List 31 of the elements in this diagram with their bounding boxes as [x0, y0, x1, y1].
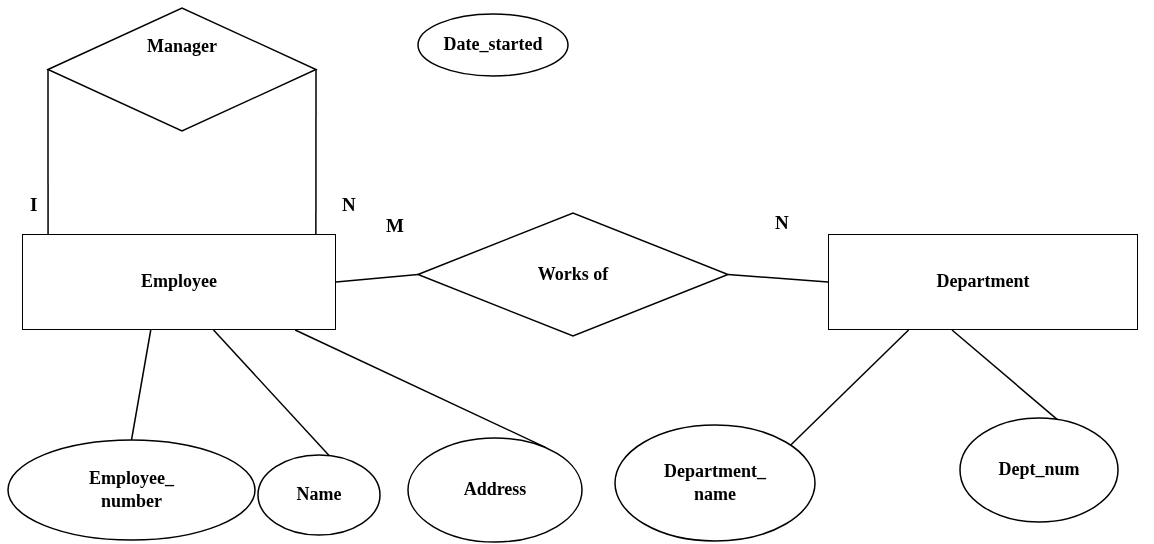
connector-line — [47, 68, 49, 235]
connector-line — [727, 273, 829, 283]
node-label: Department_ name — [663, 459, 767, 506]
attribute-ellipse — [418, 14, 568, 76]
attribute-ellipse — [408, 438, 582, 542]
connector-line — [315, 68, 317, 235]
connector-line — [335, 273, 419, 283]
cardinality-label: I — [30, 194, 38, 216]
node-label: Works of — [537, 262, 609, 286]
attribute-ellipse — [258, 455, 380, 535]
connector-line — [790, 329, 910, 446]
node-label: Department — [936, 270, 1030, 294]
attribute-ellipse — [615, 425, 815, 541]
attribute-ellipse — [960, 418, 1118, 522]
node-label: Employee_ number — [88, 466, 175, 513]
cardinality-label: N — [775, 212, 789, 234]
entity-box — [828, 234, 1138, 330]
attribute-ellipse — [8, 440, 255, 540]
relationship-diamond — [48, 8, 316, 131]
connector-line — [130, 329, 152, 441]
node-label: Dept_num — [998, 458, 1080, 482]
node-label: Employee — [141, 270, 217, 294]
node-label: Name — [296, 483, 342, 507]
connector-line — [951, 329, 1059, 421]
relationship-diamond — [418, 213, 728, 336]
node-label: Address — [463, 478, 527, 502]
node-label: Date_started — [443, 33, 543, 57]
entity-box — [22, 234, 336, 330]
cardinality-label: M — [386, 215, 404, 237]
cardinality-label: N — [342, 194, 356, 216]
node-label: Manager — [147, 35, 217, 58]
